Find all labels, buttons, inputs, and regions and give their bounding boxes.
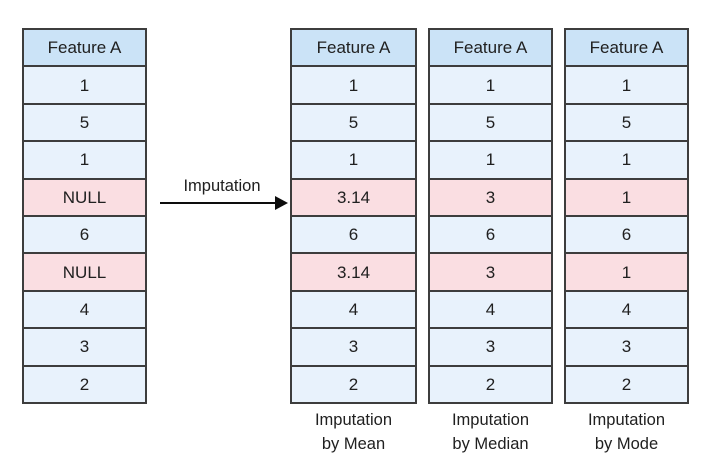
- imputation-arrow: [160, 202, 277, 204]
- table-cell: 1: [566, 65, 687, 103]
- table-cell: 5: [24, 102, 145, 141]
- caption-line: Imputation: [451, 411, 530, 429]
- median-table: Feature A 1 5 1 3 6 3 4 3 2: [428, 28, 553, 404]
- median-table-caption: Imputation by Median: [418, 408, 563, 456]
- table-cell: 4: [24, 289, 145, 328]
- table-cell: 2: [430, 364, 551, 403]
- table-cell: 3: [430, 327, 551, 365]
- source-table: Feature A 1 5 1 NULL 6 NULL 4 3 2: [22, 28, 147, 404]
- table-cell-imputed: 1: [566, 177, 687, 216]
- table-cell: 1: [430, 65, 551, 103]
- table-cell: 1: [292, 65, 415, 103]
- table-cell: 5: [430, 102, 551, 141]
- table-cell: 6: [430, 215, 551, 253]
- table-cell-imputed: 3.14: [292, 177, 415, 216]
- table-cell: 4: [566, 289, 687, 328]
- table-cell: 1: [292, 140, 415, 178]
- mode-table-caption: Imputation by Mode: [554, 408, 699, 456]
- mode-table: Feature A 1 5 1 1 6 1 4 3 2: [564, 28, 689, 404]
- table-cell-null: NULL: [24, 252, 145, 290]
- table-cell-null: NULL: [24, 177, 145, 216]
- table-cell: 3: [292, 327, 415, 365]
- table-cell: 6: [24, 215, 145, 253]
- caption-line: by Median: [452, 435, 529, 453]
- caption-line: by Mode: [594, 435, 659, 453]
- table-cell: 6: [566, 215, 687, 253]
- table-cell: 3: [566, 327, 687, 365]
- table-cell: 1: [566, 140, 687, 178]
- mean-table-caption: Imputation by Mean: [280, 408, 427, 456]
- caption-line: Imputation: [314, 411, 393, 429]
- table-cell: 2: [24, 364, 145, 403]
- table-cell: 1: [430, 140, 551, 178]
- table-cell: 3: [24, 327, 145, 365]
- caption-line: Imputation: [587, 411, 666, 429]
- source-table-header: Feature A: [24, 30, 145, 66]
- table-cell-imputed: 3: [430, 252, 551, 290]
- table-cell: 5: [566, 102, 687, 141]
- table-cell: 4: [292, 289, 415, 328]
- table-cell-imputed: 3: [430, 177, 551, 216]
- table-cell-imputed: 3.14: [292, 252, 415, 290]
- table-cell: 1: [24, 140, 145, 178]
- arrow-label: Imputation: [183, 177, 261, 195]
- mean-table-header: Feature A: [292, 30, 415, 66]
- table-cell: 2: [566, 364, 687, 403]
- arrow-head-icon: [275, 196, 288, 210]
- table-cell: 2: [292, 364, 415, 403]
- table-cell-imputed: 1: [566, 252, 687, 290]
- table-cell: 1: [24, 65, 145, 103]
- mode-table-header: Feature A: [566, 30, 687, 66]
- caption-line: by Mean: [321, 435, 386, 453]
- table-cell: 6: [292, 215, 415, 253]
- table-cell: 5: [292, 102, 415, 141]
- table-cell: 4: [430, 289, 551, 328]
- median-table-header: Feature A: [430, 30, 551, 66]
- mean-table: Feature A 1 5 1 3.14 6 3.14 4 3 2: [290, 28, 417, 404]
